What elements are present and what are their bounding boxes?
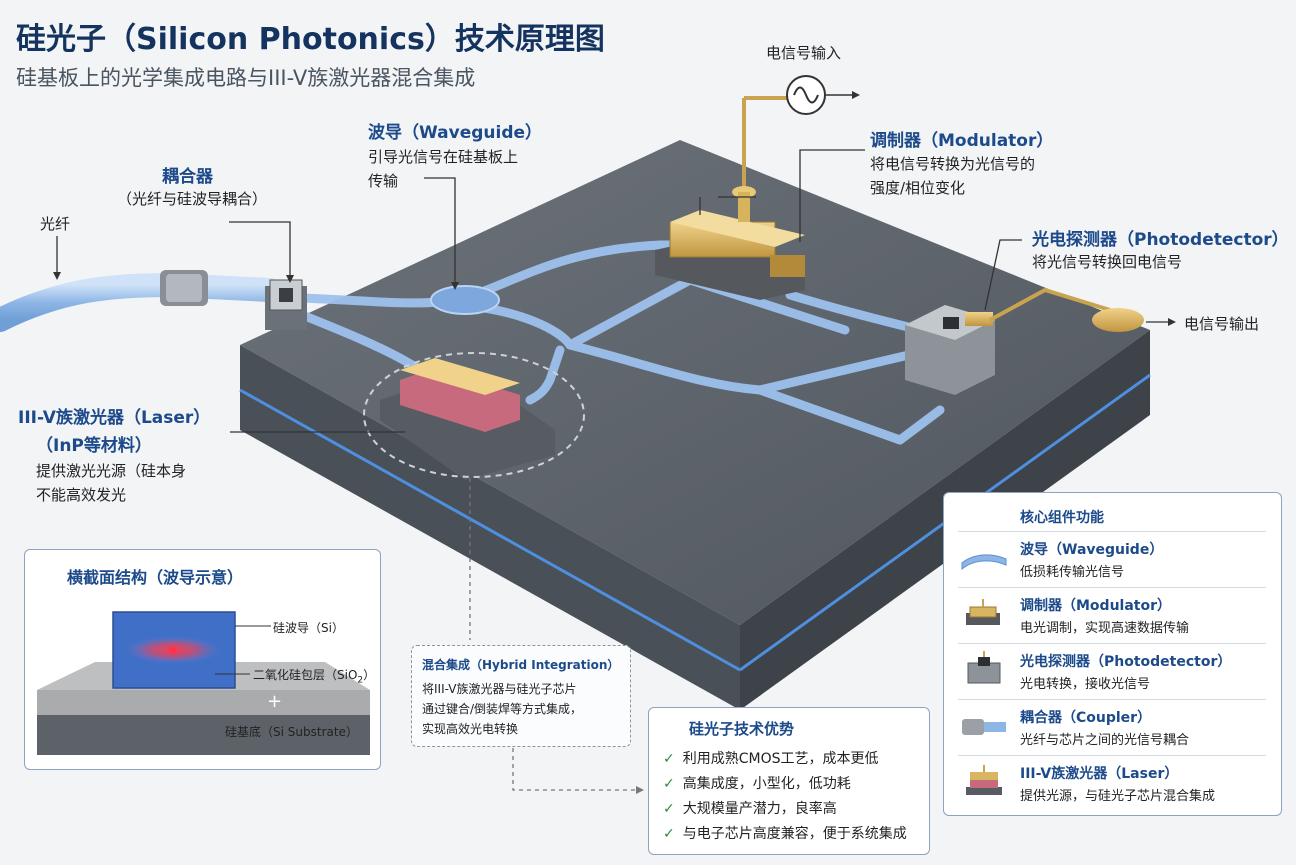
hybrid-line-3: 实现高效光电转换: [422, 722, 519, 736]
legend-name: 调制器（Modulator）: [1020, 598, 1171, 614]
modulator-icon: [966, 599, 1000, 625]
svg-text:+: +: [267, 691, 282, 712]
signal-source-icon: [786, 75, 860, 115]
advantages-title: 硅光子技术优势: [689, 720, 795, 738]
signal-out-label: 电信号输出: [1184, 315, 1260, 333]
legend-name: 光电探测器（Photodetector）: [1020, 654, 1232, 670]
legend-panel: 核心组件功能 波导（Waveguide） 低损耗传输光信号 调制器（Modula…: [943, 492, 1282, 816]
advantage-item: ✓高集成度，小型化，低功耗: [663, 776, 851, 792]
laser-title: III-V族激光器（Laser）: [18, 408, 211, 428]
photodetector-title: 光电探测器（Photodetector）: [1032, 230, 1289, 250]
coupler-title: 耦合器: [162, 167, 213, 187]
laser-device: [380, 358, 555, 480]
waveguide-icon: [961, 554, 1007, 571]
fiber-label: 光纤: [40, 215, 71, 233]
laser-icon: [966, 765, 1002, 795]
hybrid-title: 混合集成（Hybrid Integration）: [422, 658, 620, 672]
hybrid-integration-outline: [363, 352, 585, 478]
leader-lines: [56, 149, 1168, 433]
legend-divider: [958, 643, 1266, 644]
page-subtitle: 硅基板上的光学集成电路与III-V族激光器混合集成: [16, 66, 476, 90]
check-icon: ✓: [663, 801, 675, 817]
legend-divider: [958, 587, 1266, 588]
substrate-label: 硅基底（Si Substrate）: [225, 725, 358, 739]
check-icon: ✓: [663, 751, 675, 767]
modulator-desc-2: 强度/相位变化: [870, 179, 966, 197]
hybrid-integration-panel: 混合集成（Hybrid Integration） 将III-V族激光器与硅光子芯…: [411, 645, 631, 747]
cross-section-title: 横截面结构（波导示意）: [67, 568, 244, 587]
check-icon: ✓: [663, 776, 675, 792]
legend-item-waveguide: 波导（Waveguide） 低损耗传输光信号: [958, 535, 1280, 587]
signal-in-label: 电信号输入: [766, 44, 842, 62]
advantage-item: ✓与电子芯片高度兼容，便于系统集成: [663, 826, 907, 842]
waveguide-desc-1: 引导光信号在硅基板上: [368, 148, 519, 166]
legend-item-coupler: 耦合器（Coupler） 光纤与芯片之间的光信号耦合: [958, 703, 1280, 755]
photodetector-desc: 将光信号转换回电信号: [1032, 253, 1183, 271]
optical-fiber: [0, 270, 282, 332]
modulator-device: [655, 96, 820, 300]
legend-desc: 光纤与芯片之间的光信号耦合: [1020, 733, 1190, 748]
laser-desc-1: 提供激光光源（硅本身: [36, 462, 187, 480]
photodetector-device: [905, 287, 1144, 395]
waveguide-desc-2: 传输: [368, 172, 399, 190]
legend-name: 耦合器（Coupler）: [1020, 710, 1152, 726]
cross-section-drawing: +: [37, 611, 370, 755]
advantages-panel: 硅光子技术优势 ✓利用成熟CMOS工艺，成本更低 ✓高集成度，小型化，低功耗 ✓…: [648, 707, 930, 855]
hybrid-line-2: 通过键合/倒装焊等方式集成，: [422, 702, 583, 716]
waveguide-title: 波导（Waveguide）: [368, 123, 543, 143]
legend-item-photodetector: 光电探测器（Photodetector） 光电转换，接收光信号: [958, 647, 1280, 699]
legend-desc: 低损耗传输光信号: [1020, 565, 1125, 580]
photodetector-icon: [967, 651, 1001, 684]
advantages-connector: [512, 748, 636, 791]
hybrid-line-1: 将III-V族激光器与硅光子芯片: [422, 682, 577, 696]
legend-desc: 光电转换，接收光信号: [1020, 677, 1151, 692]
legend-divider: [958, 699, 1266, 700]
check-icon: ✓: [663, 826, 675, 842]
legend-name: 波导（Waveguide）: [1020, 542, 1164, 558]
modulator-desc-1: 将电信号转换为光信号的: [870, 155, 1036, 173]
si-waveguide-label: 硅波导（Si）: [273, 621, 344, 635]
legend-desc: 提供光源，与硅光子芯片混合集成: [1020, 789, 1216, 804]
page-title: 硅光子（Silicon Photonics）技术原理图: [16, 22, 605, 57]
legend-name: III-V族激光器（Laser）: [1020, 766, 1179, 782]
coupler-subtitle: （光纤与硅波导耦合）: [117, 190, 268, 208]
sio2-cladding-label: 二氧化硅包层（SiO2）: [253, 668, 376, 686]
modulator-title: 调制器（Modulator）: [870, 131, 1054, 151]
legend-divider: [958, 755, 1266, 756]
chip-front-side: [240, 345, 740, 710]
coupler-icon: [962, 719, 1006, 735]
advantage-item: ✓大规模量产潜力，良率高: [663, 801, 837, 817]
advantage-item: ✓利用成熟CMOS工艺，成本更低: [663, 751, 879, 767]
coupler-device: [265, 279, 307, 330]
legend-title: 核心组件功能: [1020, 510, 1104, 526]
legend-item-laser: III-V族激光器（Laser） 提供光源，与硅光子芯片混合集成: [958, 759, 1280, 811]
cross-section-panel: 横截面结构（波导示意） + 硅波导（Si） 二氧化硅包层（SiO2） 硅基底（S…: [24, 549, 381, 770]
y-splitter: [430, 285, 500, 315]
legend-item-modulator: 调制器（Modulator） 电光调制，实现高速数据传输: [958, 591, 1280, 643]
laser-desc-2: 不能高效发光: [36, 486, 127, 504]
laser-material: （InP等材料）: [36, 436, 152, 456]
legend-desc: 电光调制，实现高速数据传输: [1020, 621, 1190, 636]
legend-divider: [958, 531, 1266, 532]
